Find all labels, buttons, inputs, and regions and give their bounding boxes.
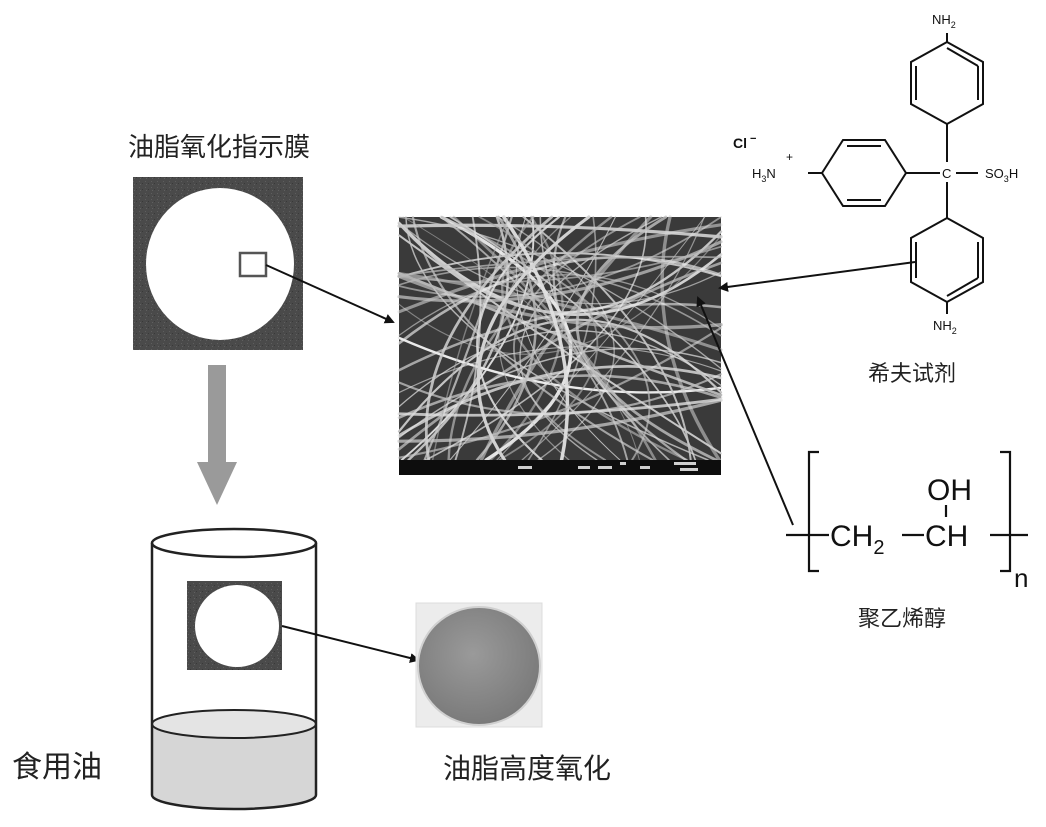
edible-oil-label: 食用油	[12, 750, 102, 785]
nanofiber	[660, 215, 721, 462]
nanofiber	[478, 216, 599, 461]
oxidized-film	[415, 602, 543, 728]
nanofiber	[454, 216, 482, 461]
nanofiber	[441, 216, 651, 461]
pva-label: 聚乙烯醇	[858, 607, 947, 632]
sem-info-marks	[518, 462, 698, 471]
hydroxyl-label: OH	[927, 474, 972, 507]
indicator-film	[133, 177, 303, 350]
schiff-arrow	[718, 261, 916, 292]
nanofiber	[398, 347, 722, 439]
schiff-text: NH2 Cl− + H3N C SO3H NH2	[733, 12, 1018, 336]
nanofiber	[575, 215, 718, 462]
pva-structure	[786, 450, 1028, 573]
nanofiber	[502, 215, 570, 462]
nanofiber	[398, 255, 722, 277]
nanofiber	[452, 215, 657, 462]
sem-image	[397, 215, 723, 475]
process-arrow	[197, 365, 237, 505]
nanofiber	[521, 216, 705, 461]
ch2-label: CH2	[830, 520, 884, 559]
nanofiber	[498, 216, 572, 461]
nanofiber	[397, 240, 723, 303]
nanofiber	[398, 235, 722, 355]
nanofiber	[496, 216, 615, 461]
oxidation-arrow	[281, 625, 420, 663]
nanofiber	[425, 216, 647, 461]
nanofiber	[397, 255, 723, 345]
nanofiber	[519, 216, 662, 461]
nh2-bottom-label: NH2	[933, 318, 957, 336]
nanofiber	[397, 397, 723, 417]
nanofiber	[424, 215, 554, 462]
nanofiber	[522, 216, 692, 461]
nanofiber	[447, 215, 613, 462]
schiff-reagent-structure	[808, 33, 984, 314]
zoom-arrow	[265, 264, 395, 324]
nanofiber	[397, 318, 723, 433]
nanofiber	[476, 215, 591, 462]
pva-text: OH CH2 CH n	[830, 474, 1028, 593]
nanofiber	[432, 216, 510, 461]
nanofiber	[397, 374, 723, 419]
nanofiber	[496, 216, 706, 461]
pva-arrow	[696, 296, 794, 526]
sem-info-bar	[399, 460, 721, 475]
nanofiber	[398, 216, 722, 298]
ch-label: CH	[925, 520, 968, 553]
zoom-region-box	[238, 251, 268, 278]
chloride-label: Cl−	[733, 133, 756, 151]
nanofiber	[552, 215, 687, 462]
ammonium-charge: +	[786, 150, 793, 164]
nanofiber	[398, 252, 722, 279]
nanofiber	[398, 222, 722, 305]
highly-oxidized-label: 油脂高度氧化	[443, 752, 612, 785]
center-carbon: C	[942, 166, 951, 181]
sulfonic-label: SO3H	[985, 166, 1018, 184]
repeat-n-label: n	[1014, 563, 1028, 593]
oil-beaker	[150, 527, 318, 811]
nanofiber	[402, 216, 640, 461]
schiff-reagent-label: 希夫试剂	[868, 362, 957, 387]
nanofiber	[397, 223, 723, 314]
nanofiber	[398, 216, 722, 370]
indicator-film-label: 油脂氧化指示膜	[128, 133, 311, 163]
ammonium-label: H3N	[752, 166, 776, 184]
nh2-top-label: NH2	[932, 12, 956, 30]
